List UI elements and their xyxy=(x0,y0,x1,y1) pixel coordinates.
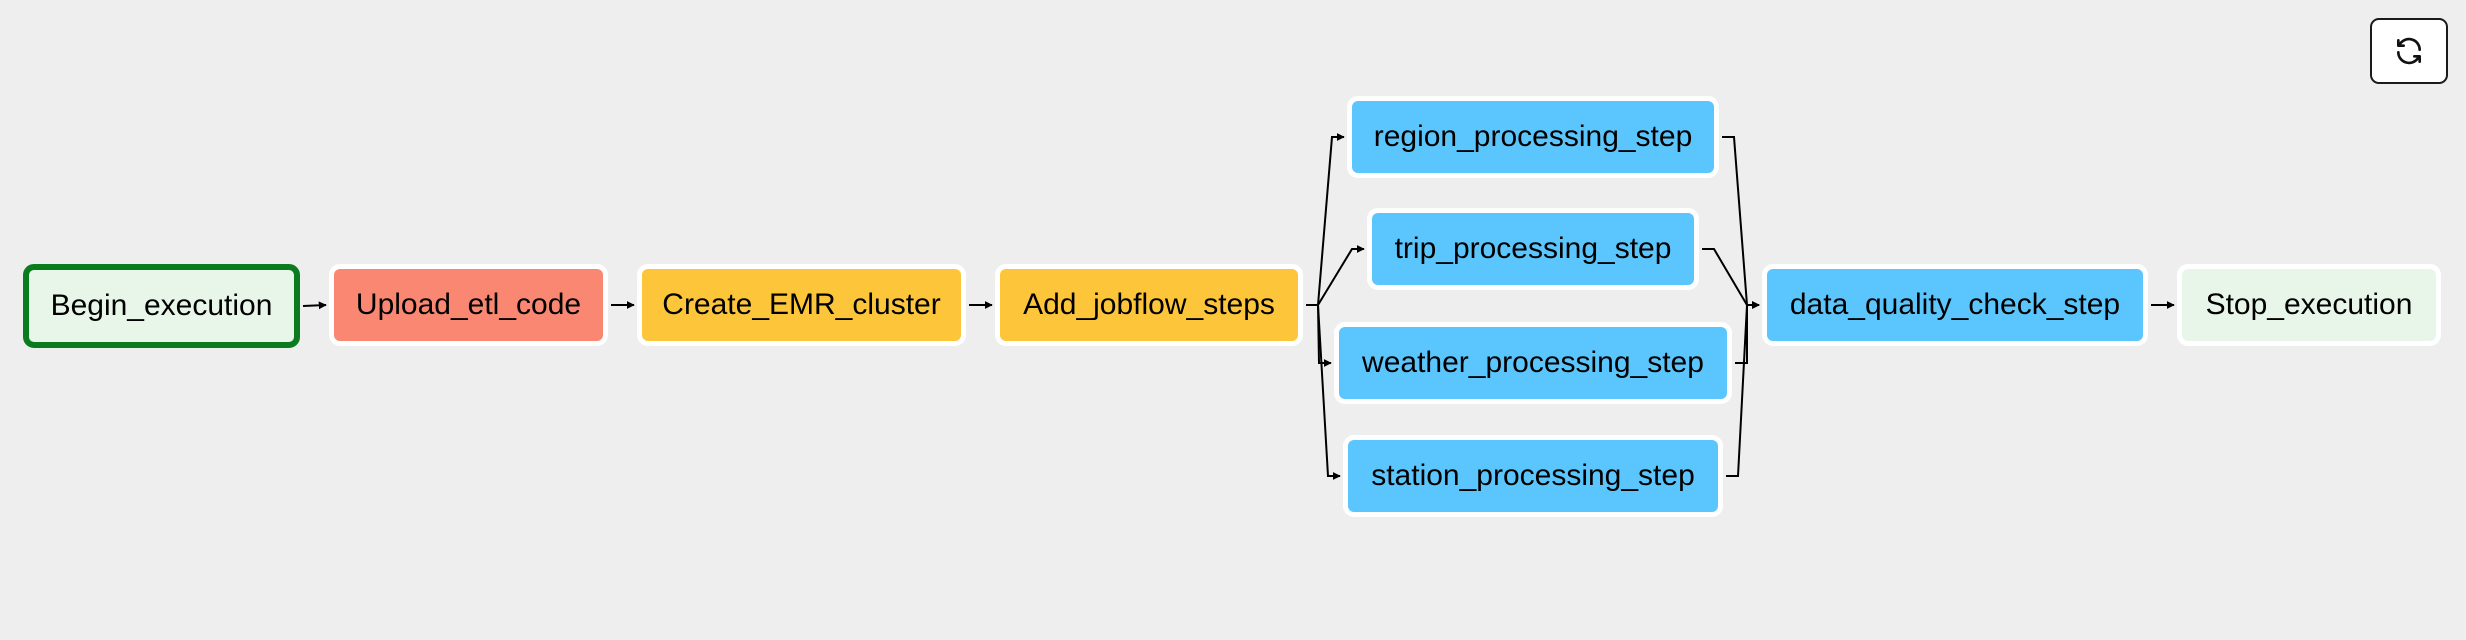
node-weather-processing-step[interactable]: weather_processing_step xyxy=(1334,322,1732,404)
edge-add-jobflow-steps-to-trip-processing-step xyxy=(1306,245,1365,306)
node-add-jobflow-steps[interactable]: Add_jobflow_steps xyxy=(995,264,1303,346)
node-region-processing-step[interactable]: region_processing_step xyxy=(1347,96,1719,178)
edge-trip-processing-step-to-data-quality-check-step xyxy=(1702,248,1760,309)
edge-begin-execution-to-upload-etl-code xyxy=(302,301,327,310)
edge-add-jobflow-steps-to-station-processing-step xyxy=(1306,304,1341,480)
node-begin-execution[interactable]: Begin_execution xyxy=(23,264,300,348)
node-upload-etl-code[interactable]: Upload_etl_code xyxy=(329,264,608,346)
node-stop-execution[interactable]: Stop_execution xyxy=(2177,264,2441,346)
edge-region-processing-step-to-data-quality-check-step xyxy=(1722,136,1760,309)
node-trip-processing-step[interactable]: trip_processing_step xyxy=(1367,208,1699,290)
node-data-quality-check-step[interactable]: data_quality_check_step xyxy=(1762,264,2148,346)
node-create-emr-cluster[interactable]: Create_EMR_cluster xyxy=(637,264,966,346)
refresh-button[interactable] xyxy=(2370,18,2448,84)
edge-add-jobflow-steps-to-region-processing-step xyxy=(1306,133,1345,306)
refresh-icon xyxy=(2397,37,2421,65)
node-station-processing-step[interactable]: station_processing_step xyxy=(1343,435,1723,517)
edge-station-processing-step-to-data-quality-check-step xyxy=(1726,301,1760,477)
